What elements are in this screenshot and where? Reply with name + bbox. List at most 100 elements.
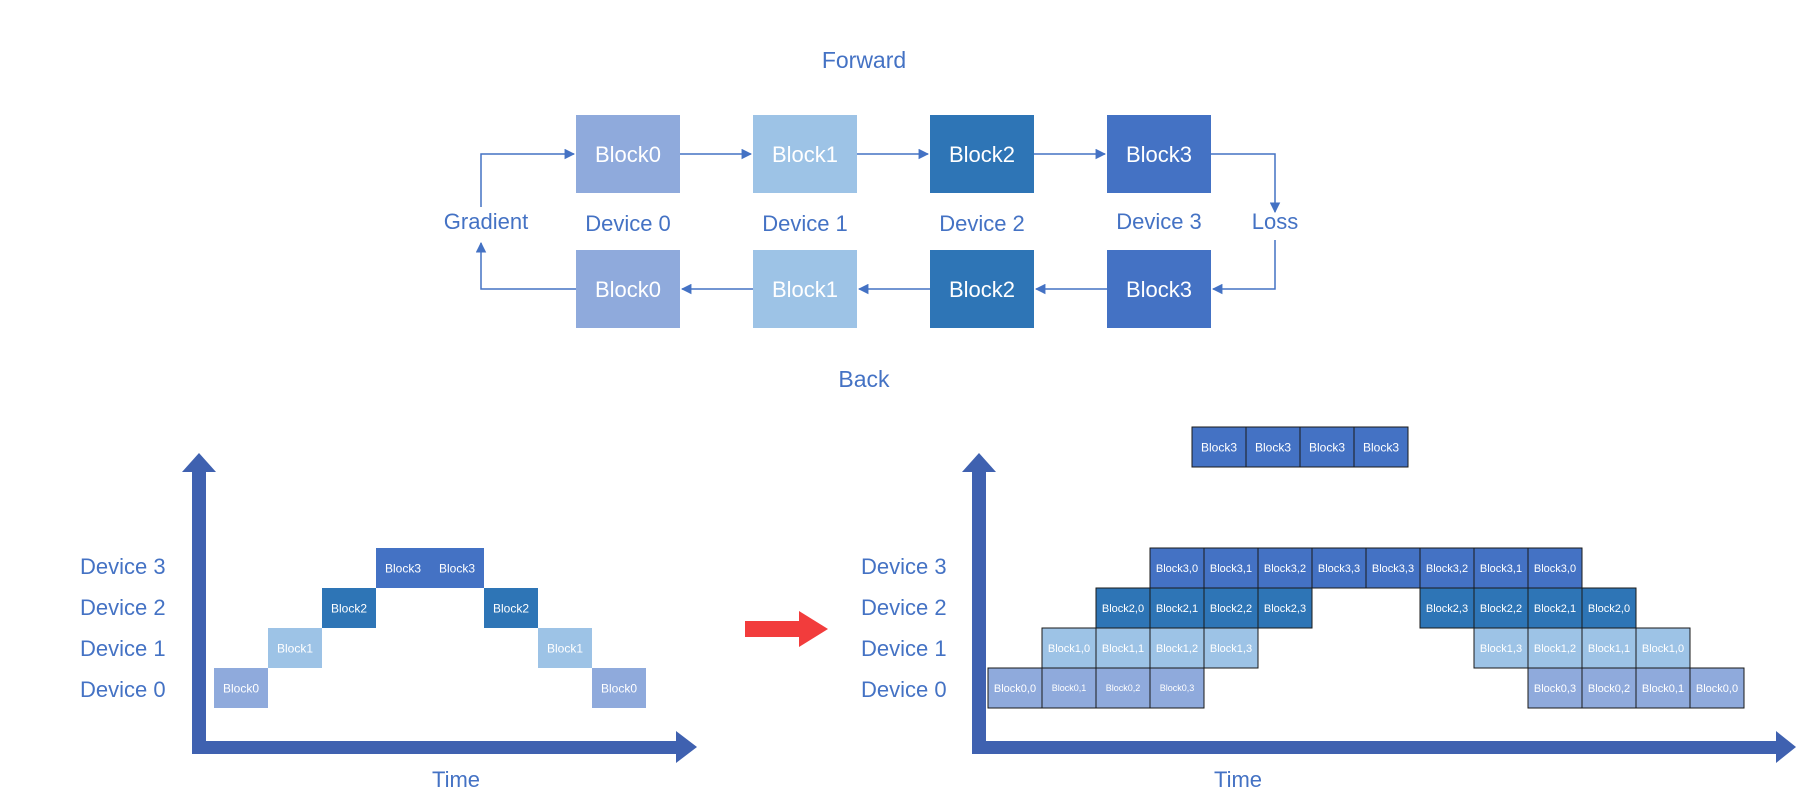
right-cell-label: Block1,3	[1480, 643, 1522, 655]
right-cell-label: Block0,3	[1534, 683, 1576, 695]
right-cell-label: Block0,1	[1642, 683, 1684, 695]
gradient-label: Gradient	[444, 209, 528, 234]
right-cell-label: Block2,1	[1156, 603, 1198, 615]
floating-block3-label: Block3	[1363, 440, 1399, 454]
right-cell-label: Block1,1	[1588, 643, 1630, 655]
right-cell: Block0,1	[1635, 667, 1691, 709]
right-cell: Block2,0	[1581, 587, 1637, 629]
right-cell-label: Block0,2	[1588, 683, 1630, 695]
left-x-axis	[192, 741, 678, 754]
device-label-1: Device 1	[762, 211, 848, 236]
right-cell: Block2,2	[1203, 587, 1259, 629]
transform-arrow	[745, 611, 828, 647]
device-label-2: Device 2	[939, 211, 1025, 236]
right-cell-label: Block2,1	[1534, 603, 1576, 615]
right-cell: Block3,3	[1365, 547, 1421, 589]
forward-block-2-label: Block2	[949, 142, 1015, 167]
left-device-label-3: Device 3	[80, 554, 166, 579]
floating-block3: Block3	[1299, 426, 1355, 468]
right-cell-label: Block2,2	[1480, 603, 1522, 615]
right-cell-label: Block3,2	[1264, 563, 1306, 575]
back-block-0-label: Block0	[595, 277, 661, 302]
device-label-0: Device 0	[585, 211, 671, 236]
right-cell-label: Block1,2	[1156, 643, 1198, 655]
right-device-label-0: Device 0	[861, 677, 947, 702]
floating-block3: Block3	[1353, 426, 1409, 468]
left-cell: Block3	[430, 548, 484, 588]
forward-block-1: Block1	[753, 115, 857, 193]
floating-block3: Block3	[1191, 426, 1247, 468]
left-cell: Block1	[538, 628, 592, 668]
forward-block-3: Block3	[1107, 115, 1211, 193]
right-cell: Block3,1	[1203, 547, 1259, 589]
right-cell-label: Block1,2	[1534, 643, 1576, 655]
right-cell: Block0,1	[1041, 667, 1097, 709]
right-cell-label: Block0,0	[994, 683, 1036, 695]
forward-block-2: Block2	[930, 115, 1034, 193]
left-cell-label: Block0	[601, 681, 637, 695]
right-cell: Block0,0	[987, 667, 1043, 709]
right-device-label-2: Device 2	[861, 595, 947, 620]
right-cell-label: Block1,0	[1642, 643, 1684, 655]
right-cell: Block3,2	[1419, 547, 1475, 589]
floating-block3-row: Block3 Block3 Block3 Block3	[1191, 426, 1409, 468]
right-cell-label: Block2,2	[1210, 603, 1252, 615]
back-block-1-label: Block1	[772, 277, 838, 302]
right-x-axis	[972, 741, 1778, 754]
right-cell: Block0,2	[1095, 667, 1151, 709]
right-cell-label: Block2,0	[1588, 603, 1630, 615]
left-device-label-1: Device 1	[80, 636, 166, 661]
right-cell: Block2,3	[1419, 587, 1475, 629]
right-cell: Block2,2	[1473, 587, 1529, 629]
right-cell-label: Block0,1	[1052, 683, 1087, 693]
back-label: Back	[838, 366, 890, 392]
right-cell-label: Block1,3	[1210, 643, 1252, 655]
right-cell-label: Block3,1	[1480, 563, 1522, 575]
right-cell: Block1,1	[1095, 627, 1151, 669]
right-cell-label: Block1,0	[1048, 643, 1090, 655]
floating-block3-label: Block3	[1201, 440, 1237, 454]
right-time-label: Time	[1214, 767, 1262, 792]
from-gradient-arrow	[480, 148, 576, 207]
left-cell: Block1	[268, 628, 322, 668]
left-y-arrowhead	[182, 453, 216, 472]
right-cell: Block0,0	[1689, 667, 1745, 709]
right-cell-label: Block3,0	[1156, 563, 1198, 575]
left-x-arrowhead	[676, 731, 697, 763]
floating-block3-label: Block3	[1255, 440, 1291, 454]
right-cell: Block0,2	[1581, 667, 1637, 709]
right-cell: Block2,1	[1149, 587, 1205, 629]
left-cell-label: Block0	[223, 681, 259, 695]
left-cell: Block0	[592, 668, 646, 708]
left-timeline: Device 3 Device 2 Device 1 Device 0 Bloc…	[80, 453, 697, 792]
floating-block3: Block3	[1245, 426, 1301, 468]
right-cell: Block1,0	[1041, 627, 1097, 669]
to-loss-arrow	[1211, 153, 1281, 214]
left-cell-label: Block1	[547, 641, 583, 655]
right-cell-label: Block2,3	[1264, 603, 1306, 615]
left-device-label-2: Device 2	[80, 595, 166, 620]
right-cell: Block3,1	[1473, 547, 1529, 589]
right-cell-label: Block2,3	[1426, 603, 1468, 615]
forward-block-0-label: Block0	[595, 142, 661, 167]
forward-block-1-label: Block1	[772, 142, 838, 167]
right-y-arrowhead	[962, 453, 996, 472]
right-cell: Block0,3	[1527, 667, 1583, 709]
from-loss-arrow	[1211, 240, 1276, 295]
right-cell: Block1,1	[1581, 627, 1637, 669]
left-cell: Block2	[484, 588, 538, 628]
right-cell-label: Block1,1	[1102, 643, 1144, 655]
to-gradient-arrow	[475, 241, 576, 290]
left-cell-label: Block3	[385, 561, 421, 575]
back-block-0: Block0	[576, 250, 680, 328]
back-block-3: Block3	[1107, 250, 1211, 328]
left-device-label-0: Device 0	[80, 677, 166, 702]
right-cell: Block0,3	[1149, 667, 1205, 709]
back-block-1: Block1	[753, 250, 857, 328]
left-cell-label: Block2	[493, 601, 529, 615]
right-x-arrowhead	[1776, 731, 1796, 763]
right-cell-label: Block3,3	[1318, 563, 1360, 575]
